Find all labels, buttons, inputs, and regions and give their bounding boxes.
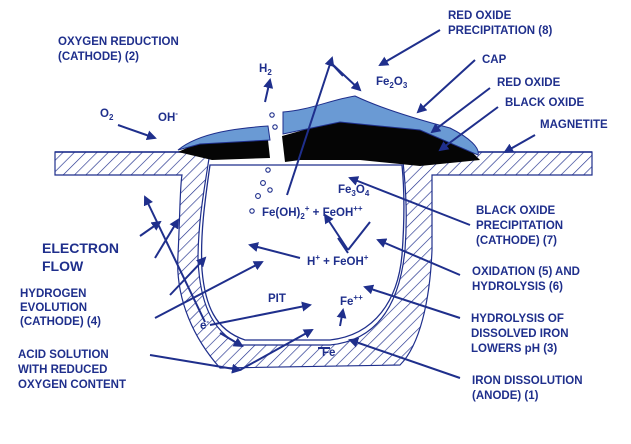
h2-species: H2 — [259, 63, 272, 77]
label-acid-solution: ACID SOLUTION WITH REDUCED OXYGEN CONTEN… — [18, 349, 126, 391]
label-oxidation-hydrolysis: OXIDATION (5) AND HYDROLYSIS (6) — [472, 266, 583, 293]
reaction-arrows — [117, 29, 536, 379]
red-oxide-cap — [177, 95, 479, 156]
hydrogen-bubbles — [249, 112, 278, 214]
o2-species: O2 — [100, 108, 114, 122]
oh-minus-species: OH- — [158, 109, 178, 124]
black-oxide-layer — [178, 120, 480, 166]
label-hydrogen-evolution: HYDROGEN EVOLUTION (CATHODE) (4) — [20, 288, 101, 328]
label-black-oxide: BLACK OXIDE — [505, 97, 585, 109]
label-cap: CAP — [482, 54, 507, 66]
pit-label: PIT — [268, 293, 286, 305]
e-minus-species: e- — [200, 317, 209, 332]
label-electron-flow: ELECTRON FLOW — [42, 240, 123, 274]
label-iron-dissolution: IRON DISSOLUTION (ANODE) (1) — [472, 375, 586, 402]
fe-species: Fe — [322, 347, 335, 359]
label-oxygen-reduction: OXYGEN REDUCTION (CATHODE) (2) — [58, 36, 182, 63]
label-red-oxide: RED OXIDE — [497, 77, 561, 89]
label-magnetite: MAGNETITE — [540, 119, 608, 131]
label-hydrolysis-iron: HYDROLYSIS OF DISSOLVED IRON LOWERS pH (… — [471, 313, 572, 355]
pit-cavity — [200, 164, 405, 341]
fe2o3-species: Fe2O3 — [376, 76, 408, 90]
label-red-oxide-precipitation: RED OXIDE PRECIPITATION (8) — [448, 10, 553, 37]
h-feoh-species: H+ + FeOH+ — [307, 253, 369, 268]
feoh2-species: Fe(OH)2+ + FeOH++ — [262, 204, 363, 221]
fe3o4-species: Fe3O4 — [338, 184, 370, 198]
label-black-oxide-precipitation: BLACK OXIDE PRECIPITATION (CATHODE) (7) — [476, 205, 566, 247]
fe-pp-species: Fe++ — [340, 293, 363, 308]
